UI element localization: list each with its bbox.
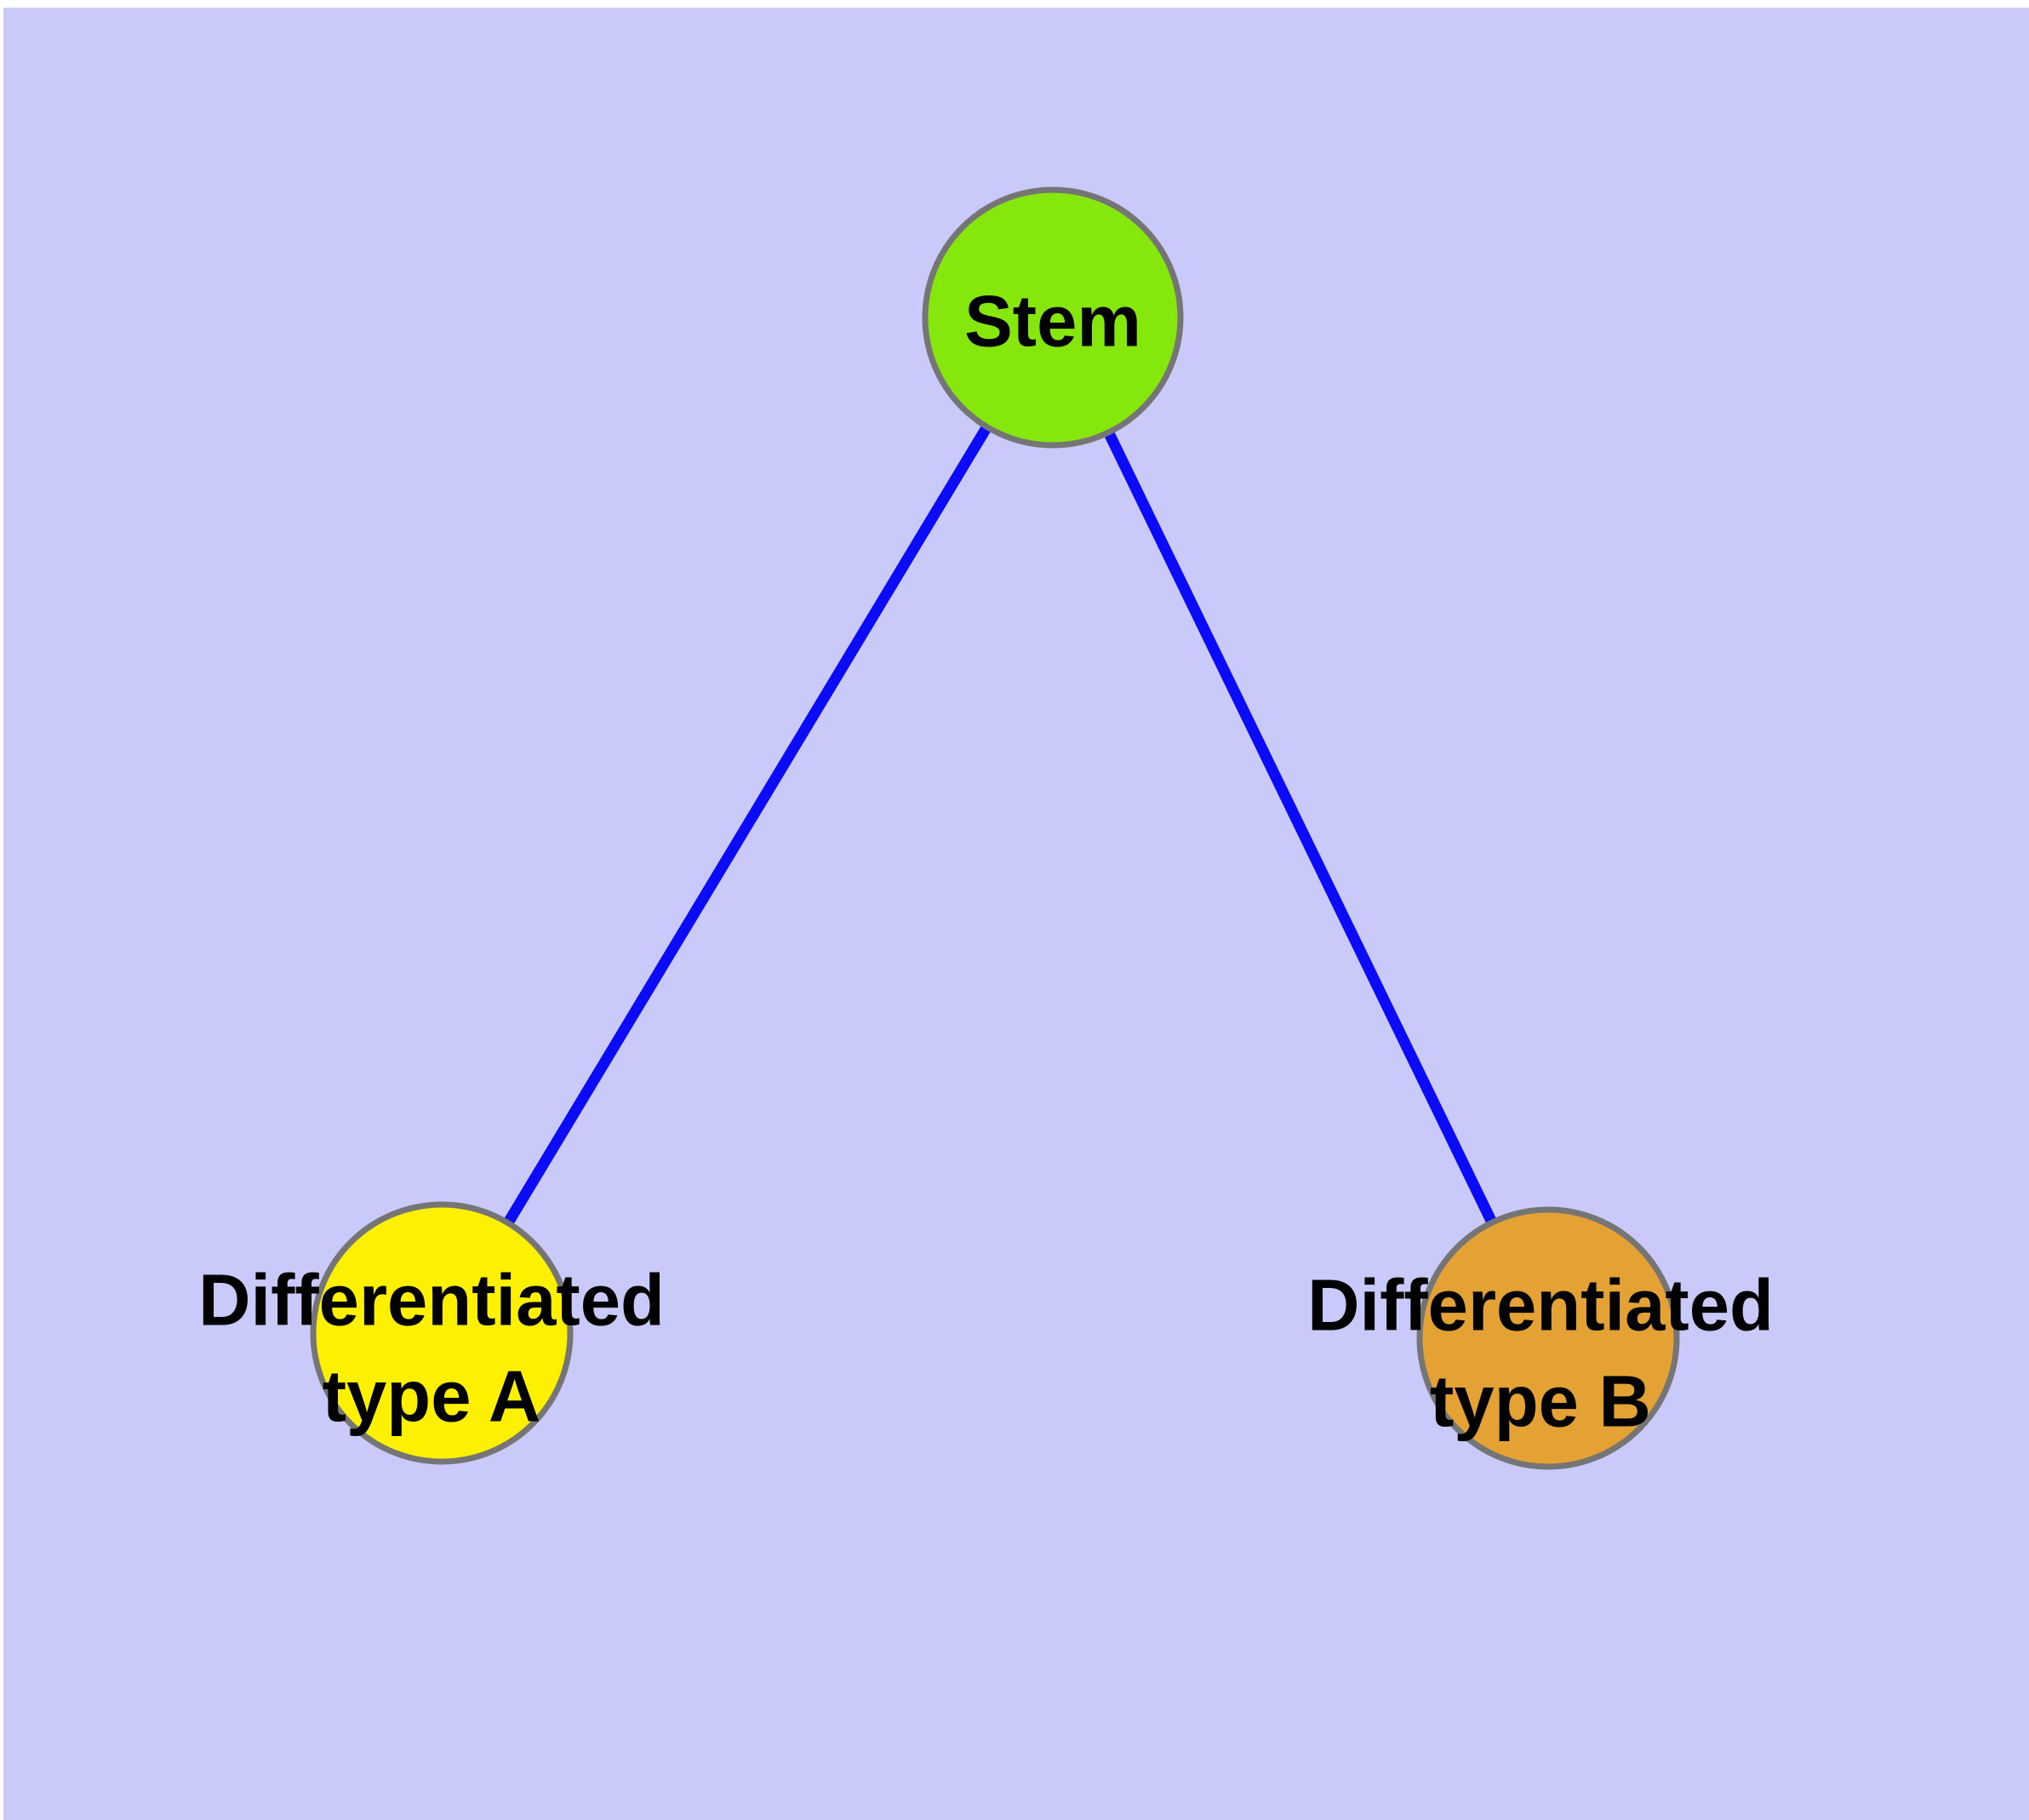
node-type-b-label-line2: type B	[1430, 1362, 1651, 1443]
node-type-a	[310, 1201, 574, 1465]
node-stem-label: Stem	[964, 282, 1141, 363]
edge-stem-to-type-a	[437, 314, 1058, 1336]
node-type-b	[1416, 1206, 1680, 1470]
edge-stem-to-type-b	[1048, 315, 1553, 1341]
node-type-a-label-line1: Differentiated	[198, 1261, 665, 1342]
node-stem	[922, 186, 1184, 449]
node-type-b-label-line1: Differentiated	[1307, 1266, 1774, 1347]
node-type-a-label-line2: type A	[323, 1357, 541, 1438]
